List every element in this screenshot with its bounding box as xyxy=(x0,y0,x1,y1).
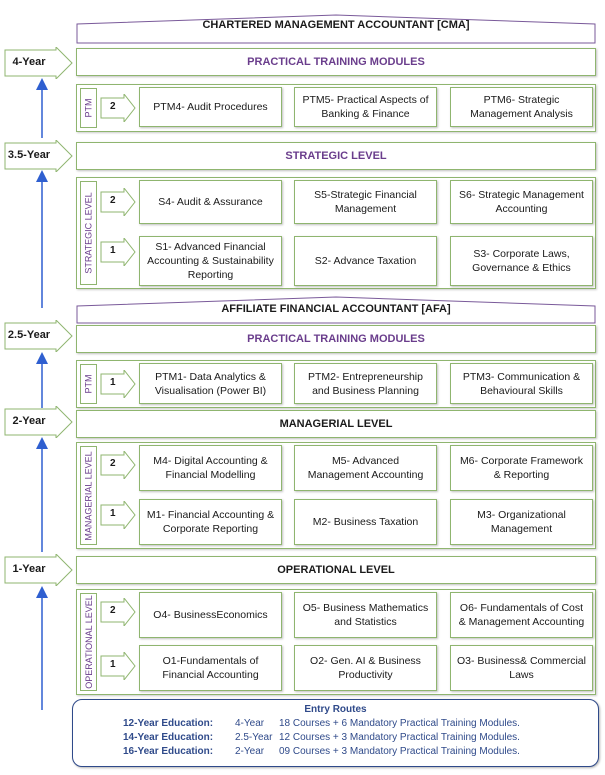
side-label-operational: OPERATIONAL LEVEL xyxy=(80,593,97,691)
side-label-strategic: STRATEGIC LEVEL xyxy=(80,181,97,285)
module-o2: O2- Gen. AI & Business Productivity xyxy=(294,645,437,691)
entry-route-row: 14-Year Education: 2.5-Year 12 Courses + 3… xyxy=(123,732,520,743)
stage-arrow-shape xyxy=(100,652,136,680)
afa-title: AFFILIATE FINANCIAL ACCOUNTANT [AFA] xyxy=(221,303,451,315)
stage-number: 2 xyxy=(110,101,116,112)
module-ptm4: PTM4- Audit Procedures xyxy=(139,87,282,127)
module-m1: M1- Financial Accounting & Corporate Rep… xyxy=(139,499,282,545)
module-m3: M3- Organizational Management xyxy=(450,499,593,545)
module-m4: M4- Digital Accounting & Financial Model… xyxy=(139,445,282,491)
level-bar-strategic: STRATEGIC LEVEL xyxy=(76,142,596,170)
module-s3: S3- Corporate Laws, Governance & Ethics xyxy=(450,236,593,286)
entry-courses: 18 Courses + 6 Mandatory Practical Train… xyxy=(279,718,520,729)
module-ptm1: PTM1- Data Analytics & Visualisation (Po… xyxy=(139,363,282,404)
module-s2: S2- Advance Taxation xyxy=(294,236,437,286)
entry-education: 14-Year Education: xyxy=(123,732,214,743)
level-bar-operational: OPERATIONAL LEVEL xyxy=(76,556,596,584)
module-o4: O4- BusinessEconomics xyxy=(139,592,282,638)
side-label-ptm-mid: PTM xyxy=(80,364,97,404)
year-arrow-shape xyxy=(4,320,73,352)
module-m2: M2- Business Taxation xyxy=(294,499,437,545)
year-label-2: 2-Year xyxy=(12,415,46,427)
stage-arrow-shape xyxy=(100,451,136,479)
year-label-3-5: 3.5-Year xyxy=(7,149,51,161)
year-label-2-5: 2.5-Year xyxy=(7,329,51,341)
module-ptm2: PTM2- Entrepreneurship and Business Plan… xyxy=(294,363,437,404)
stage-number: 2 xyxy=(110,458,116,469)
stage-number: 2 xyxy=(110,605,116,616)
level-title: STRATEGIC LEVEL xyxy=(285,150,387,162)
module-ptm3: PTM3- Communication & Behavioural Skills xyxy=(450,363,593,404)
level-bar-ptm-top: PRACTICAL TRAINING MODULES xyxy=(76,48,596,76)
entry-education: 12-Year Education: xyxy=(123,718,214,729)
stage-arrow-shape xyxy=(100,598,136,626)
entry-duration: 2.5-Year xyxy=(235,732,273,743)
module-o5: O5- Business Mathematics and Statistics xyxy=(294,592,437,638)
stage-number: 1 xyxy=(110,659,116,670)
module-m5: M5- Advanced Management Accounting xyxy=(294,445,437,491)
side-label-managerial: MANAGERIAL LEVEL xyxy=(80,446,97,545)
cma-title: CHARTERED MANAGEMENT ACCOUNTANT [CMA] xyxy=(202,19,470,31)
entry-education: 16-Year Education: xyxy=(123,746,214,757)
level-title: PRACTICAL TRAINING MODULES xyxy=(247,56,425,68)
module-ptm6: PTM6- Strategic Management Analysis xyxy=(450,87,593,127)
stage-number: 1 xyxy=(110,508,116,519)
module-s6: S6- Strategic Management Accounting xyxy=(450,180,593,224)
module-s5: S5-Strategic Financial Management xyxy=(294,180,437,224)
entry-courses: 09 Courses + 3 Mandatory Practical Train… xyxy=(279,746,520,757)
year-arrow-shape xyxy=(4,47,73,79)
module-o1: O1-Fundamentals of Financial Accounting xyxy=(139,645,282,691)
entry-route-row: 16-Year Education: 2-Year 09 Courses + 3 M… xyxy=(123,746,520,757)
entry-route-row: 12-Year Education: 4-Year 18 Courses + 6 M… xyxy=(123,718,520,729)
module-o6: O6- Fundamentals of Cost & Management Ac… xyxy=(450,592,593,638)
entry-routes-title: Entry Routes xyxy=(304,704,367,715)
stage-number: 2 xyxy=(110,195,116,206)
stage-number: 1 xyxy=(110,377,116,388)
level-title: PRACTICAL TRAINING MODULES xyxy=(247,333,425,345)
level-title: OPERATIONAL LEVEL xyxy=(277,564,395,576)
stage-number: 1 xyxy=(110,245,116,256)
entry-duration: 4-Year xyxy=(235,718,265,729)
stage-arrow-shape xyxy=(100,370,136,398)
stage-arrow-shape xyxy=(100,94,136,122)
entry-duration: 2-Year xyxy=(235,746,265,757)
year-label-4: 4-Year xyxy=(12,56,46,68)
level-bar-ptm-mid: PRACTICAL TRAINING MODULES xyxy=(76,325,596,353)
year-label-1: 1-Year xyxy=(12,563,46,575)
afa-banner-shape xyxy=(76,296,596,324)
cma-banner-shape xyxy=(76,14,596,44)
year-arrow-shape xyxy=(4,140,73,172)
level-title: MANAGERIAL LEVEL xyxy=(279,418,393,430)
year-arrow-shape xyxy=(4,406,73,438)
year-arrow-shape xyxy=(4,554,73,586)
module-ptm5: PTM5- Practical Aspects of Banking & Fin… xyxy=(294,87,437,127)
module-o3: O3- Business& Commercial Laws xyxy=(450,645,593,691)
stage-arrow-shape xyxy=(100,238,136,266)
level-bar-managerial: MANAGERIAL LEVEL xyxy=(76,410,596,438)
entry-routes-box: Entry Routes 12-Year Education: 4-Year 18 … xyxy=(72,699,599,767)
side-label-ptm-top: PTM xyxy=(80,88,97,128)
entry-courses: 12 Courses + 3 Mandatory Practical Train… xyxy=(279,732,520,743)
stage-arrow-shape xyxy=(100,501,136,529)
module-s4: S4- Audit & Assurance xyxy=(139,180,282,224)
module-s1: S1- Advanced Financial Accounting & Sust… xyxy=(139,236,282,286)
module-m6: M6- Corporate Framework & Reporting xyxy=(450,445,593,491)
stage-arrow-shape xyxy=(100,188,136,216)
